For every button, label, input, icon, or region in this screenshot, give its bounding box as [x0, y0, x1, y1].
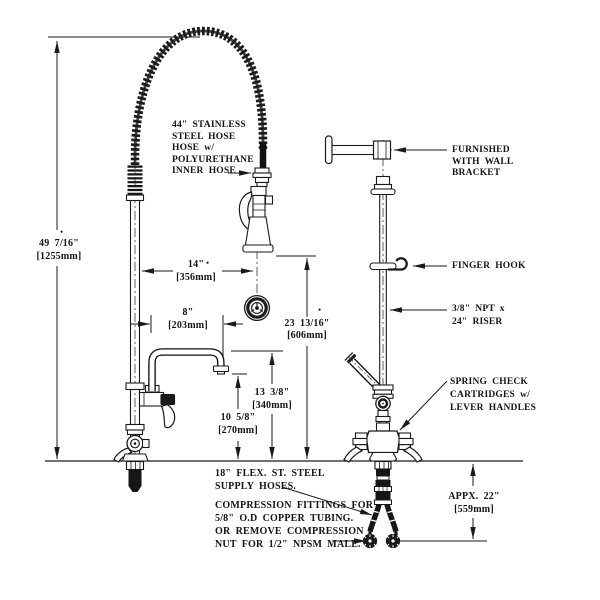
spring-check-leader [399, 380, 448, 431]
spring-check-cartridge-left [354, 432, 368, 440]
add-on-knob [160, 393, 176, 406]
wall-bracket-clamp [372, 140, 392, 160]
spring-check-note: SPRING CHECK CARTRIDGES w/ LEVER HANDLES [450, 377, 537, 413]
wall-bracket-note: FURNISHED WITH WALL BRACKET [452, 145, 514, 179]
add-on-faucet [138, 391, 165, 407]
shank [128, 469, 142, 486]
supply-hose-left [367, 503, 382, 533]
spray-face [243, 294, 271, 322]
finger-hook-note: FINGER HOOK [452, 261, 526, 271]
dim-spout-arc-height: 13 3/8" [340mm] [252, 387, 292, 411]
add-on-lever [160, 403, 176, 429]
lever-handle-right [402, 446, 423, 463]
compression-fitting-left [362, 533, 378, 549]
dim-overall-height: 49 7/16" [1255mm] [36, 238, 82, 262]
dim-spout-reach: 8" [203mm] [168, 307, 208, 331]
spray-valve [250, 185, 267, 197]
footnote-marker-spray: • [318, 305, 322, 315]
dim-spout-outlet-height: 10 5/8" [270mm] [218, 412, 258, 436]
supply-hoses-leader [281, 486, 373, 516]
supply-hoses-note: 18" FLEX. ST. STEEL SUPPLY HOSES. [215, 468, 325, 492]
dimension-lines [45, 36, 523, 544]
hose-note: 44" STAINLESS STEEL HOSE HOSE w/ POLYURE… [172, 120, 254, 177]
pre-rinse-unit [113, 26, 274, 492]
coiled-hose [130, 26, 268, 165]
dim-supply-length: APPX. 22" [559mm] [448, 491, 500, 515]
lever-handle-left [343, 446, 364, 463]
footnote-marker-overall: • [60, 227, 64, 237]
compression-note: COMPRESSION FITTINGS FOR 5/8" O.D COPPER… [215, 500, 374, 550]
dim-spray-face-height: 23 13/16" [606mm] [284, 318, 330, 341]
swing-spout [148, 348, 225, 391]
wall-bracket-flange [324, 135, 333, 165]
riser-unit [324, 135, 423, 549]
finger-hook [369, 262, 397, 271]
wall-bracket-arm [331, 144, 376, 156]
compression-fitting-right [385, 533, 401, 549]
supply-hose-right [384, 503, 399, 533]
riser-note: 3/8" NPT x 24" RISER [452, 304, 505, 327]
footnote-marker-hose: • [206, 258, 210, 268]
mixing-body [365, 430, 401, 454]
spring-check-cartridge-right [398, 432, 412, 440]
dim-hose-centers: 14" [356mm] [176, 259, 216, 283]
